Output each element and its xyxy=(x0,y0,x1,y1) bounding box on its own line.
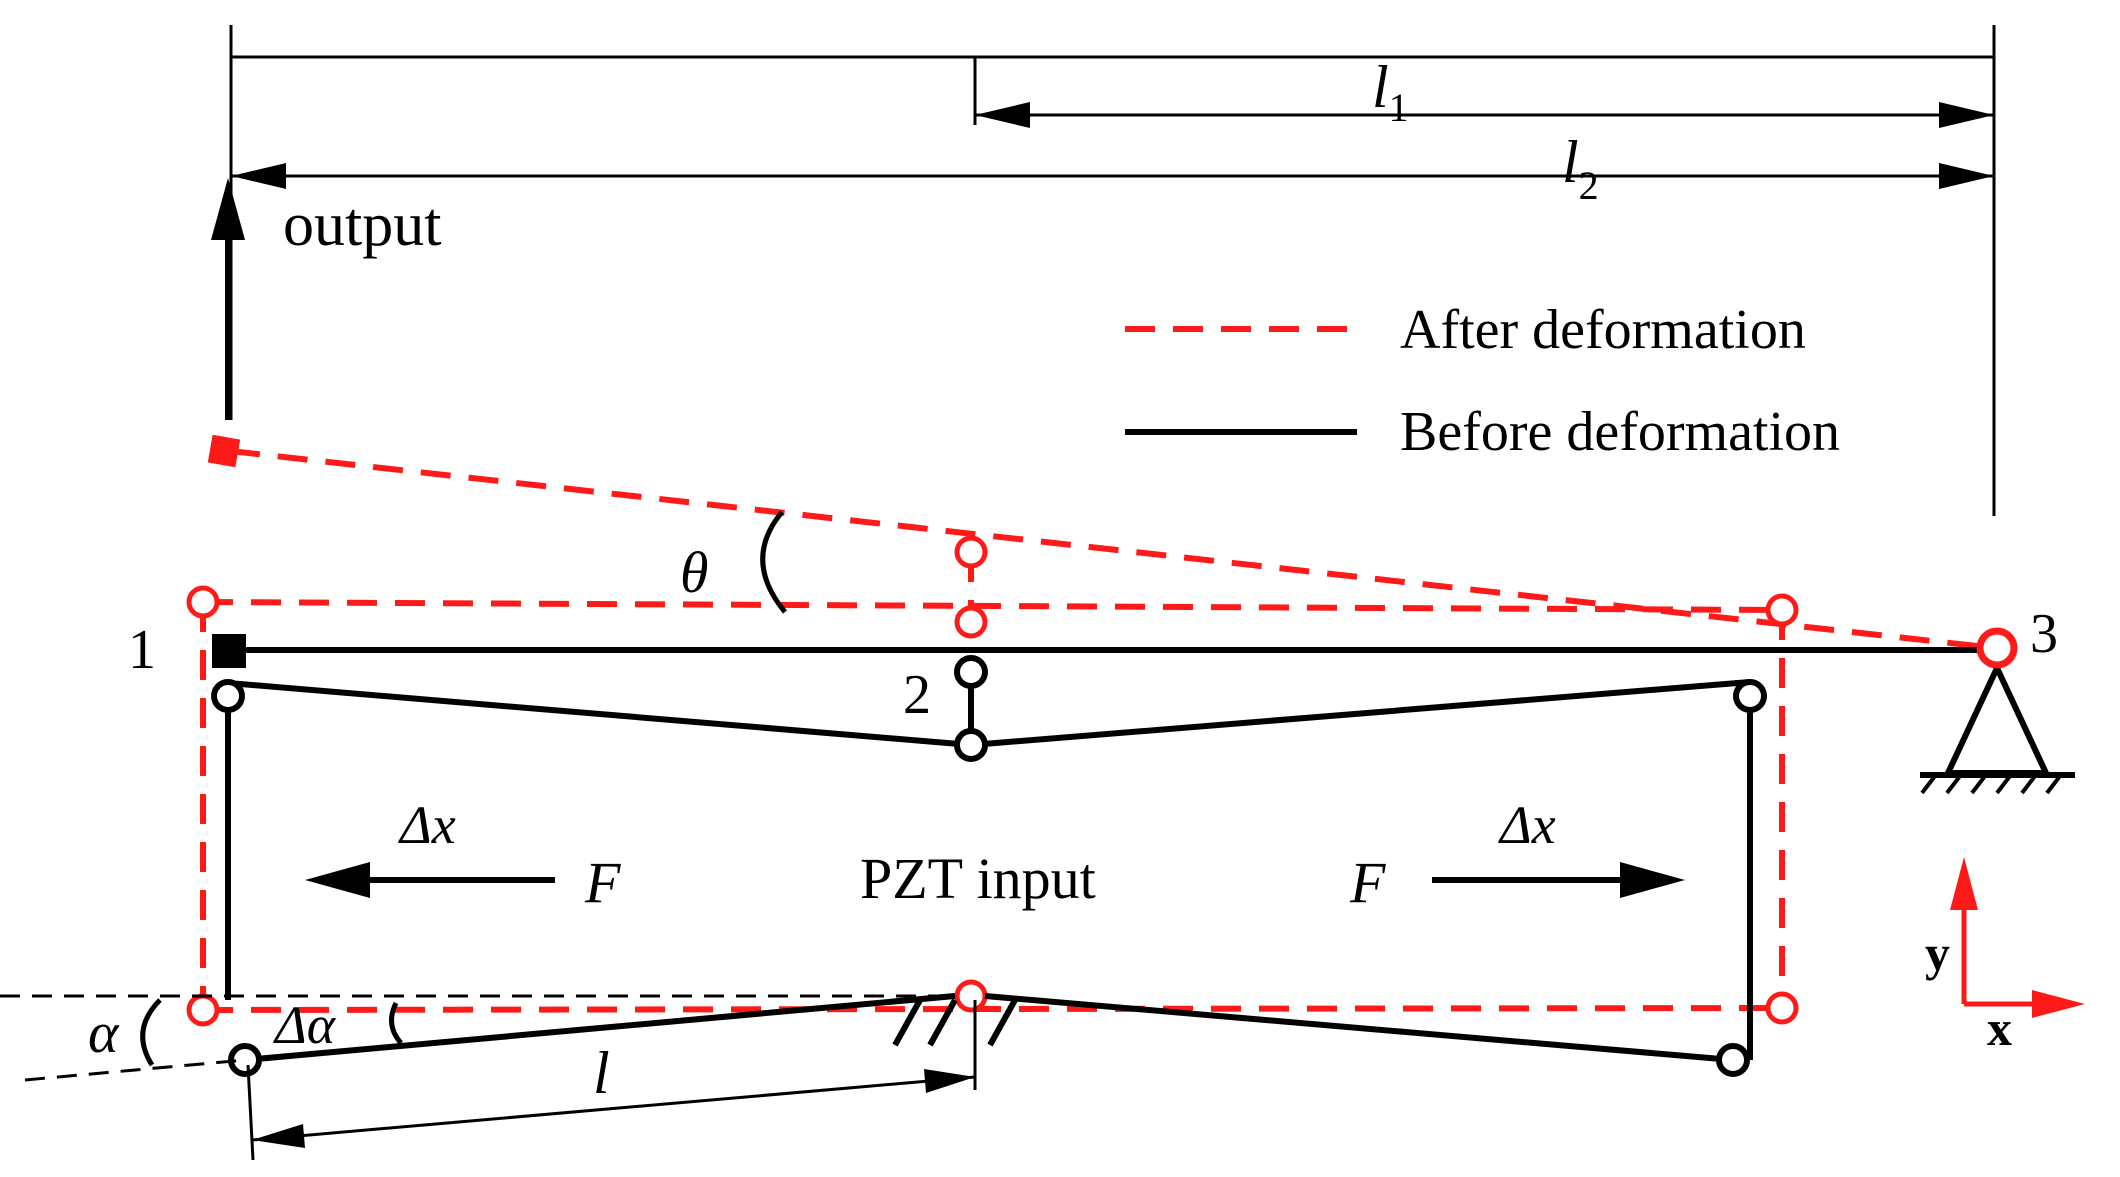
legend-after-label: After deformation xyxy=(1400,299,1806,361)
red-output-block xyxy=(207,434,241,468)
legend-before-label: Before deformation xyxy=(1400,401,1840,463)
before-deformation-joints xyxy=(211,655,1767,1077)
label-l1: l1 xyxy=(1372,54,1409,130)
label-f-left: F xyxy=(584,850,621,915)
axis-x-label: x xyxy=(1987,1000,2012,1056)
dimension-l1-arrow-right xyxy=(1939,102,1994,128)
label-l: l xyxy=(593,1040,610,1106)
red-output-lever xyxy=(229,448,1996,651)
force-arrow-right-head xyxy=(1620,862,1685,898)
bottom-left-beam xyxy=(244,993,956,1063)
joint-top-left xyxy=(211,679,245,713)
axis-x-arrowhead xyxy=(2032,990,2085,1018)
red-joint-bottom-left xyxy=(186,993,220,1027)
center-ground-hatch xyxy=(892,998,1018,1047)
legend: After deformation Before deformation xyxy=(1125,299,1840,463)
label-node-3: 3 xyxy=(2030,603,2058,665)
dimension-lines xyxy=(229,25,1996,516)
label-theta: θ xyxy=(680,540,709,605)
red-joint-top-right xyxy=(1765,593,1799,627)
coordinate-axes: y x xyxy=(1925,857,2085,1056)
label-dx-left: Δx xyxy=(398,795,456,855)
after-deformation-joints xyxy=(186,535,1799,1027)
force-arrow-left-head xyxy=(305,862,370,898)
label-delta-alpha: Δα xyxy=(273,995,337,1055)
dimension-l-arrow-left xyxy=(252,1124,305,1148)
alpha-inclined-reference xyxy=(24,1058,246,1082)
label-pzt-input: PZT input xyxy=(860,846,1096,911)
dimension-l-arrow-right xyxy=(924,1069,975,1093)
axis-y-arrowhead xyxy=(1950,857,1978,910)
label-alpha: α xyxy=(88,1000,120,1065)
red-joint-3 xyxy=(1976,627,2018,669)
red-bottom-beam xyxy=(202,1005,1783,1013)
label-l2: l2 xyxy=(1562,129,1599,208)
red-joint-bottom-mid xyxy=(954,979,988,1013)
alpha-arc xyxy=(140,998,162,1067)
joint-center xyxy=(954,728,988,762)
joint-bottom-right xyxy=(1716,1043,1750,1077)
pivot-support-3 xyxy=(1920,627,2075,795)
dimension-l2-arrow-right xyxy=(1939,163,1994,189)
label-dx-right: Δx xyxy=(1498,795,1556,855)
red-joint-top-left xyxy=(186,585,220,619)
top-right-beam xyxy=(970,679,1751,748)
fixed-block-1 xyxy=(212,634,246,668)
label-node-2: 2 xyxy=(903,664,931,726)
l-extension-left xyxy=(246,1064,255,1161)
bottom-right-beam xyxy=(984,993,1734,1063)
red-joint-beam-mid xyxy=(954,605,988,639)
axis-y-label: y xyxy=(1925,925,1950,981)
label-node-1: 1 xyxy=(128,619,156,681)
label-f-right: F xyxy=(1349,850,1386,915)
red-top-beam xyxy=(202,599,1783,613)
dimension-l2-arrow-left xyxy=(231,163,286,189)
dimension-l xyxy=(251,1075,976,1142)
label-output: output xyxy=(283,191,441,259)
red-joint-bottom-right xyxy=(1765,991,1799,1025)
after-deformation-mechanism xyxy=(200,448,1996,1013)
theta-arc xyxy=(760,510,787,614)
joint-2 xyxy=(954,655,988,689)
support-triangle xyxy=(1943,660,2051,776)
output-arrowhead xyxy=(211,178,245,240)
delta-alpha-arc xyxy=(389,1001,403,1045)
top-left-beam xyxy=(227,680,972,748)
dimension-l1-arrow-left xyxy=(975,102,1030,128)
joint-top-right xyxy=(1733,679,1767,713)
before-deformation-mechanism xyxy=(225,647,1995,1063)
red-joint-lever-mid xyxy=(954,535,988,569)
